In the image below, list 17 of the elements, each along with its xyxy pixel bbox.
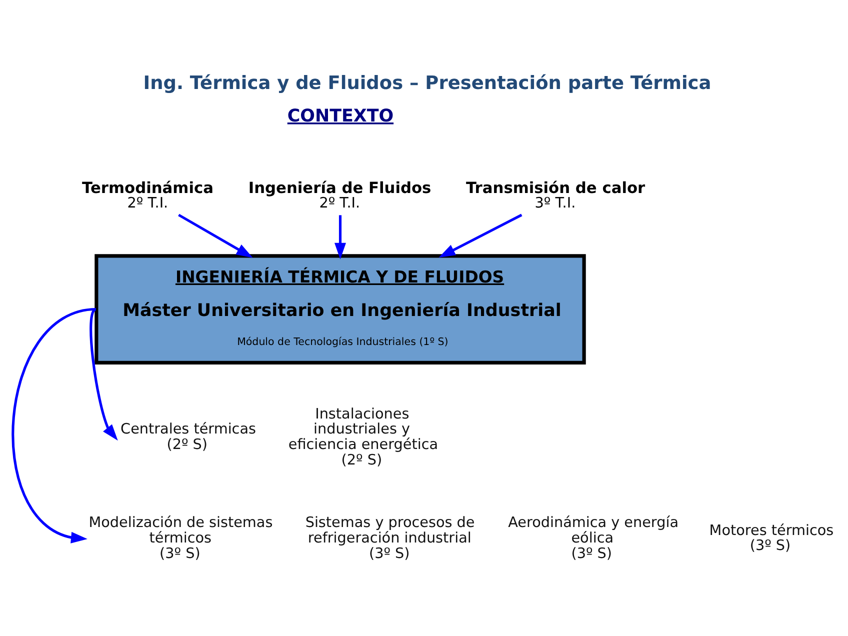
node-text: Termodinámica 2º T.I. [82,178,214,212]
diagram-title: Ing. Térmica y de Fluidos – Presentación parte Térmica [143,72,712,94]
node-box: INGENIERÍA TÉRMICA Y DE FLUIDOS Máster Universitario en Ingeniería Industrial Módulo de Tecnologías Industriales (1º S) [94,254,586,364]
arrow [90,308,118,441]
node-text: Centrales térmicas (2º S) [120,422,256,454]
label: CONTEXTO [287,106,394,127]
arrow [334,215,346,260]
node-text: Modelización de sistemas térmicos (3º S) [88,515,273,562]
node-text: Instalaciones industriales y eficiencia energética (2º S) [288,406,438,468]
arrow [178,214,253,258]
arrow [12,308,96,544]
node-text: Sistemas y procesos de refrigeración industrial (3º S) [305,515,475,562]
node-text: Transmisión de calor 3º T.I. [466,178,646,212]
node-text: Motores térmicos (3º S) [709,522,834,554]
node-text: Ingeniería de Fluidos 2º T.I. [248,178,432,212]
arrow [438,214,522,258]
node-text: Aerodinámica y energía eólica (3º S) [508,515,678,562]
